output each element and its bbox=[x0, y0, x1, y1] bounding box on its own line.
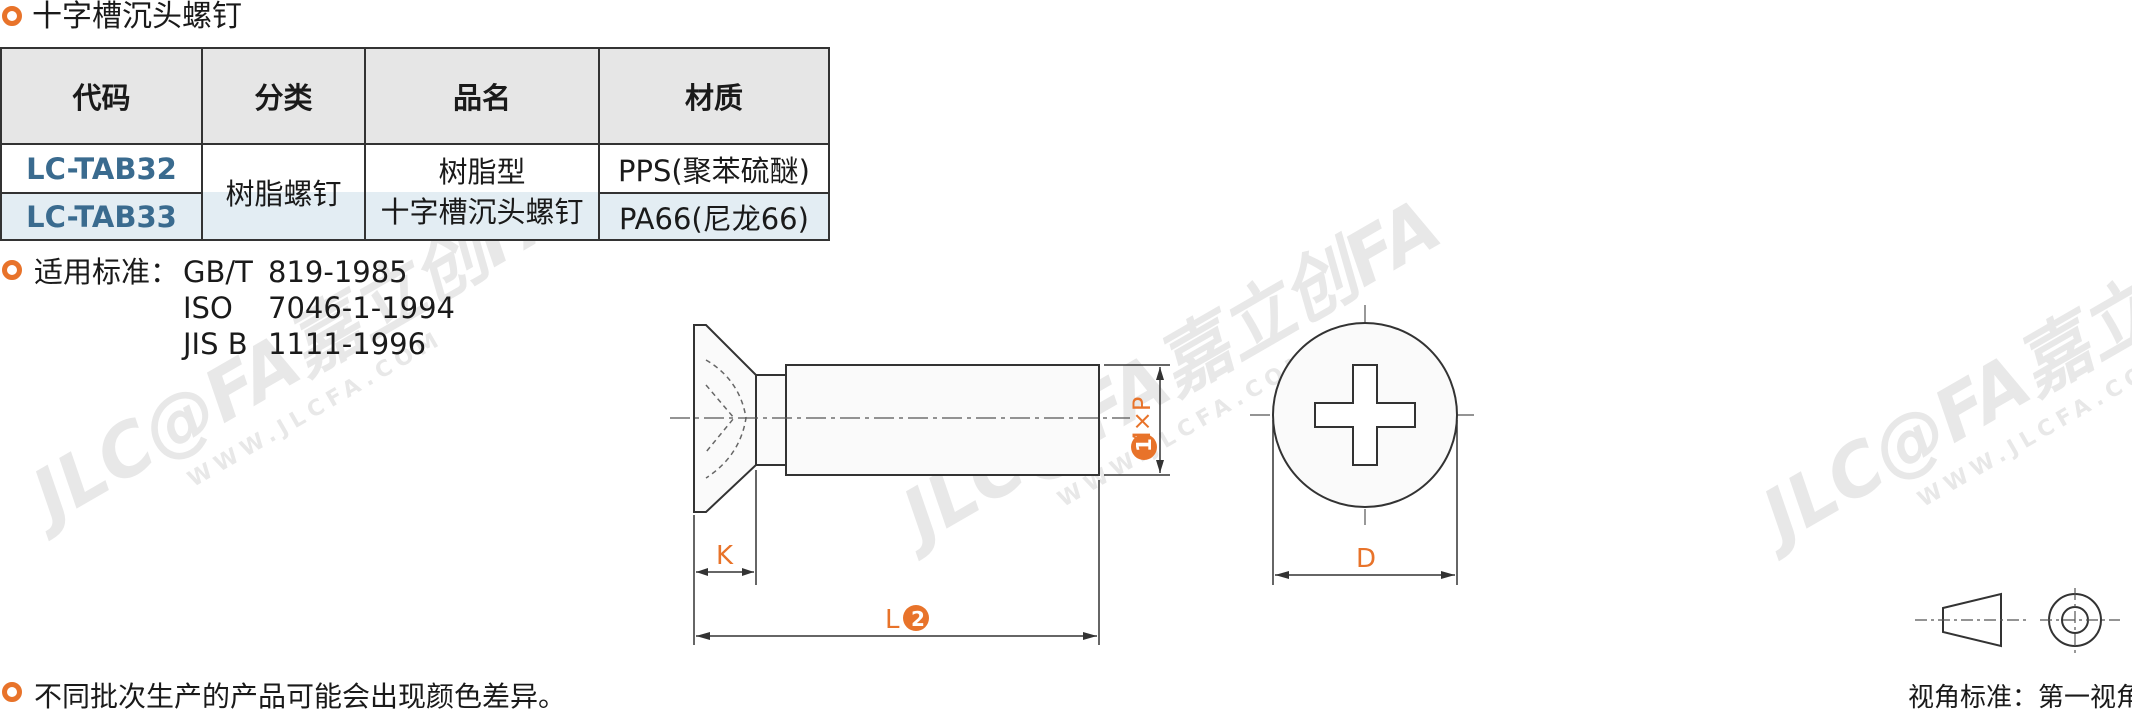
row-code: LC-TAB32 bbox=[0, 143, 203, 194]
standard-number: 7046-1-1994 bbox=[268, 291, 455, 325]
phillips-recess bbox=[1314, 364, 1416, 466]
product-name-line1: 树脂型 bbox=[438, 155, 526, 189]
row-material: PA66(尼龙66) bbox=[598, 192, 830, 241]
badge-2-icon bbox=[903, 605, 929, 631]
table-row: LC-TAB33 PA66(尼龙66) bbox=[0, 192, 830, 241]
screw-neck bbox=[755, 374, 787, 466]
standard-number: 819-1985 bbox=[268, 255, 408, 289]
product-name-cell: 树脂型 十字槽沉头螺钉 bbox=[364, 143, 600, 241]
standards-label: 适用标准： bbox=[34, 255, 180, 289]
screw-top-view: D bbox=[1250, 305, 1475, 585]
standards-bullet-icon bbox=[2, 260, 22, 280]
row-code: LC-TAB33 bbox=[0, 192, 203, 241]
screw-shank bbox=[785, 364, 1100, 476]
badge-1-text: 1 bbox=[1132, 438, 1156, 452]
row-material: PPS(聚苯硫醚) bbox=[598, 143, 830, 194]
watermark-3: JLC@FA嘉立创FA WWW.JLCFA.COM bbox=[1748, 182, 2132, 558]
header-name: 品名 bbox=[364, 47, 600, 145]
standard-org: JIS B bbox=[183, 327, 248, 361]
category-cell: 树脂螺钉 bbox=[201, 143, 366, 241]
dim-d-label: D bbox=[1356, 544, 1376, 574]
screw-side-view: K L 2 M×P 1 bbox=[670, 324, 1170, 645]
title-bullet-icon bbox=[2, 6, 22, 26]
table-row: LC-TAB32 树脂螺钉 树脂型 十字槽沉头螺钉 PPS(聚苯硫醚) bbox=[0, 143, 830, 241]
standard-number: 1111-1996 bbox=[268, 327, 427, 361]
badge-2-text: 2 bbox=[911, 607, 925, 631]
page-title: 十字槽沉头螺钉 bbox=[32, 0, 242, 34]
table-header-row: 代码 分类 品名 材质 bbox=[0, 47, 830, 145]
header-code: 代码 bbox=[0, 47, 203, 145]
badge-1-icon bbox=[1131, 434, 1157, 460]
standard-org: GB/T bbox=[183, 255, 253, 289]
note-bullet-icon bbox=[2, 682, 22, 702]
header-category: 分类 bbox=[201, 47, 366, 145]
product-name-line2: 十字槽沉头螺钉 bbox=[380, 195, 584, 229]
header-material: 材质 bbox=[598, 47, 830, 145]
spec-table: 代码 分类 品名 材质 LC-TAB32 树脂螺钉 树脂型 十字槽沉头螺钉 PP… bbox=[0, 47, 830, 241]
first-angle-projection-icon bbox=[1915, 588, 2120, 654]
standard-org: ISO bbox=[183, 291, 233, 325]
dim-l-label: L bbox=[885, 605, 900, 635]
color-variance-note: 不同批次生产的产品可能会出现颜色差异。 bbox=[34, 680, 567, 713]
dim-k-label: K bbox=[716, 541, 734, 571]
view-standard-label: 视角标准：第一视角 bbox=[1908, 683, 2132, 713]
